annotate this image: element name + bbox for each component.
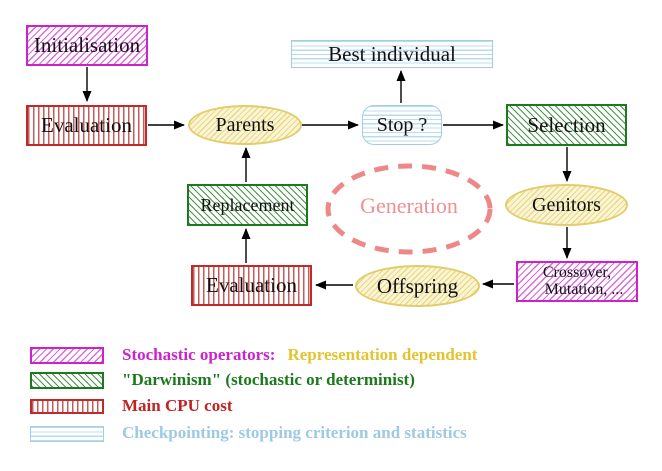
legend-row-cpu-cost: Main CPU cost [0, 396, 662, 415]
node-evaluation-bottom-label: Evaluation [206, 273, 297, 298]
node-evaluation-top-label: Evaluation [41, 113, 132, 138]
legend-swatch-magenta-diagonal [30, 347, 104, 364]
legend-label-main-cpu-cost: Main CPU cost [122, 396, 233, 415]
node-crossover-mutation: Crossover, Mutation, ... [516, 261, 638, 302]
node-best-individual-label: Best individual [328, 41, 456, 66]
node-parents-label: Parents [215, 113, 275, 136]
node-parents: Parents [188, 105, 302, 145]
node-initialisation: Initialisation [26, 25, 148, 66]
node-offspring: Offspring [355, 265, 480, 307]
node-genitors: Genitors [505, 184, 628, 226]
legend-row-checkpointing: Checkpointing: stopping criterion and st… [0, 423, 662, 442]
node-selection: Selection [506, 104, 627, 146]
node-evaluation-top: Evaluation [26, 105, 147, 146]
legend-swatch-green-diagonal [30, 372, 104, 389]
node-stop: Stop ? [362, 105, 442, 145]
generation-label: Generation [360, 193, 458, 218]
node-initialisation-label: Initialisation [33, 33, 141, 58]
legend-swatch-cyan-horizontal [30, 426, 104, 442]
legend-row-stochastic: Stochastic operators: Representation depe… [0, 345, 662, 365]
node-stop-label: Stop ? [376, 113, 428, 136]
legend-label-stochastic-operators: Stochastic operators: [122, 345, 276, 364]
node-evaluation-bottom: Evaluation [191, 265, 312, 306]
legend-text-stochastic: Stochastic operators: Representation depe… [122, 345, 477, 365]
node-crossover-line2: Mutation, ... [544, 280, 624, 298]
legend-label-darwinism: "Darwinism" (stochastic or determinist) [122, 370, 415, 389]
legend-label-checkpointing: Checkpointing: stopping criterion and st… [122, 423, 467, 442]
legend-label-representation-dependent: Representation dependent [287, 345, 478, 364]
node-replacement-label: Replacement [200, 194, 295, 215]
node-best-individual: Best individual [291, 40, 493, 68]
node-replacement: Replacement [187, 184, 308, 226]
node-crossover-line1: Crossover, [542, 263, 612, 281]
legend-row-darwinism: "Darwinism" (stochastic or determinist) [0, 370, 662, 389]
node-genitors-label: Genitors [532, 193, 601, 216]
legend-swatch-red-vertical [30, 399, 104, 414]
node-offspring-label: Offspring [376, 273, 459, 298]
node-selection-label: Selection [527, 112, 606, 137]
